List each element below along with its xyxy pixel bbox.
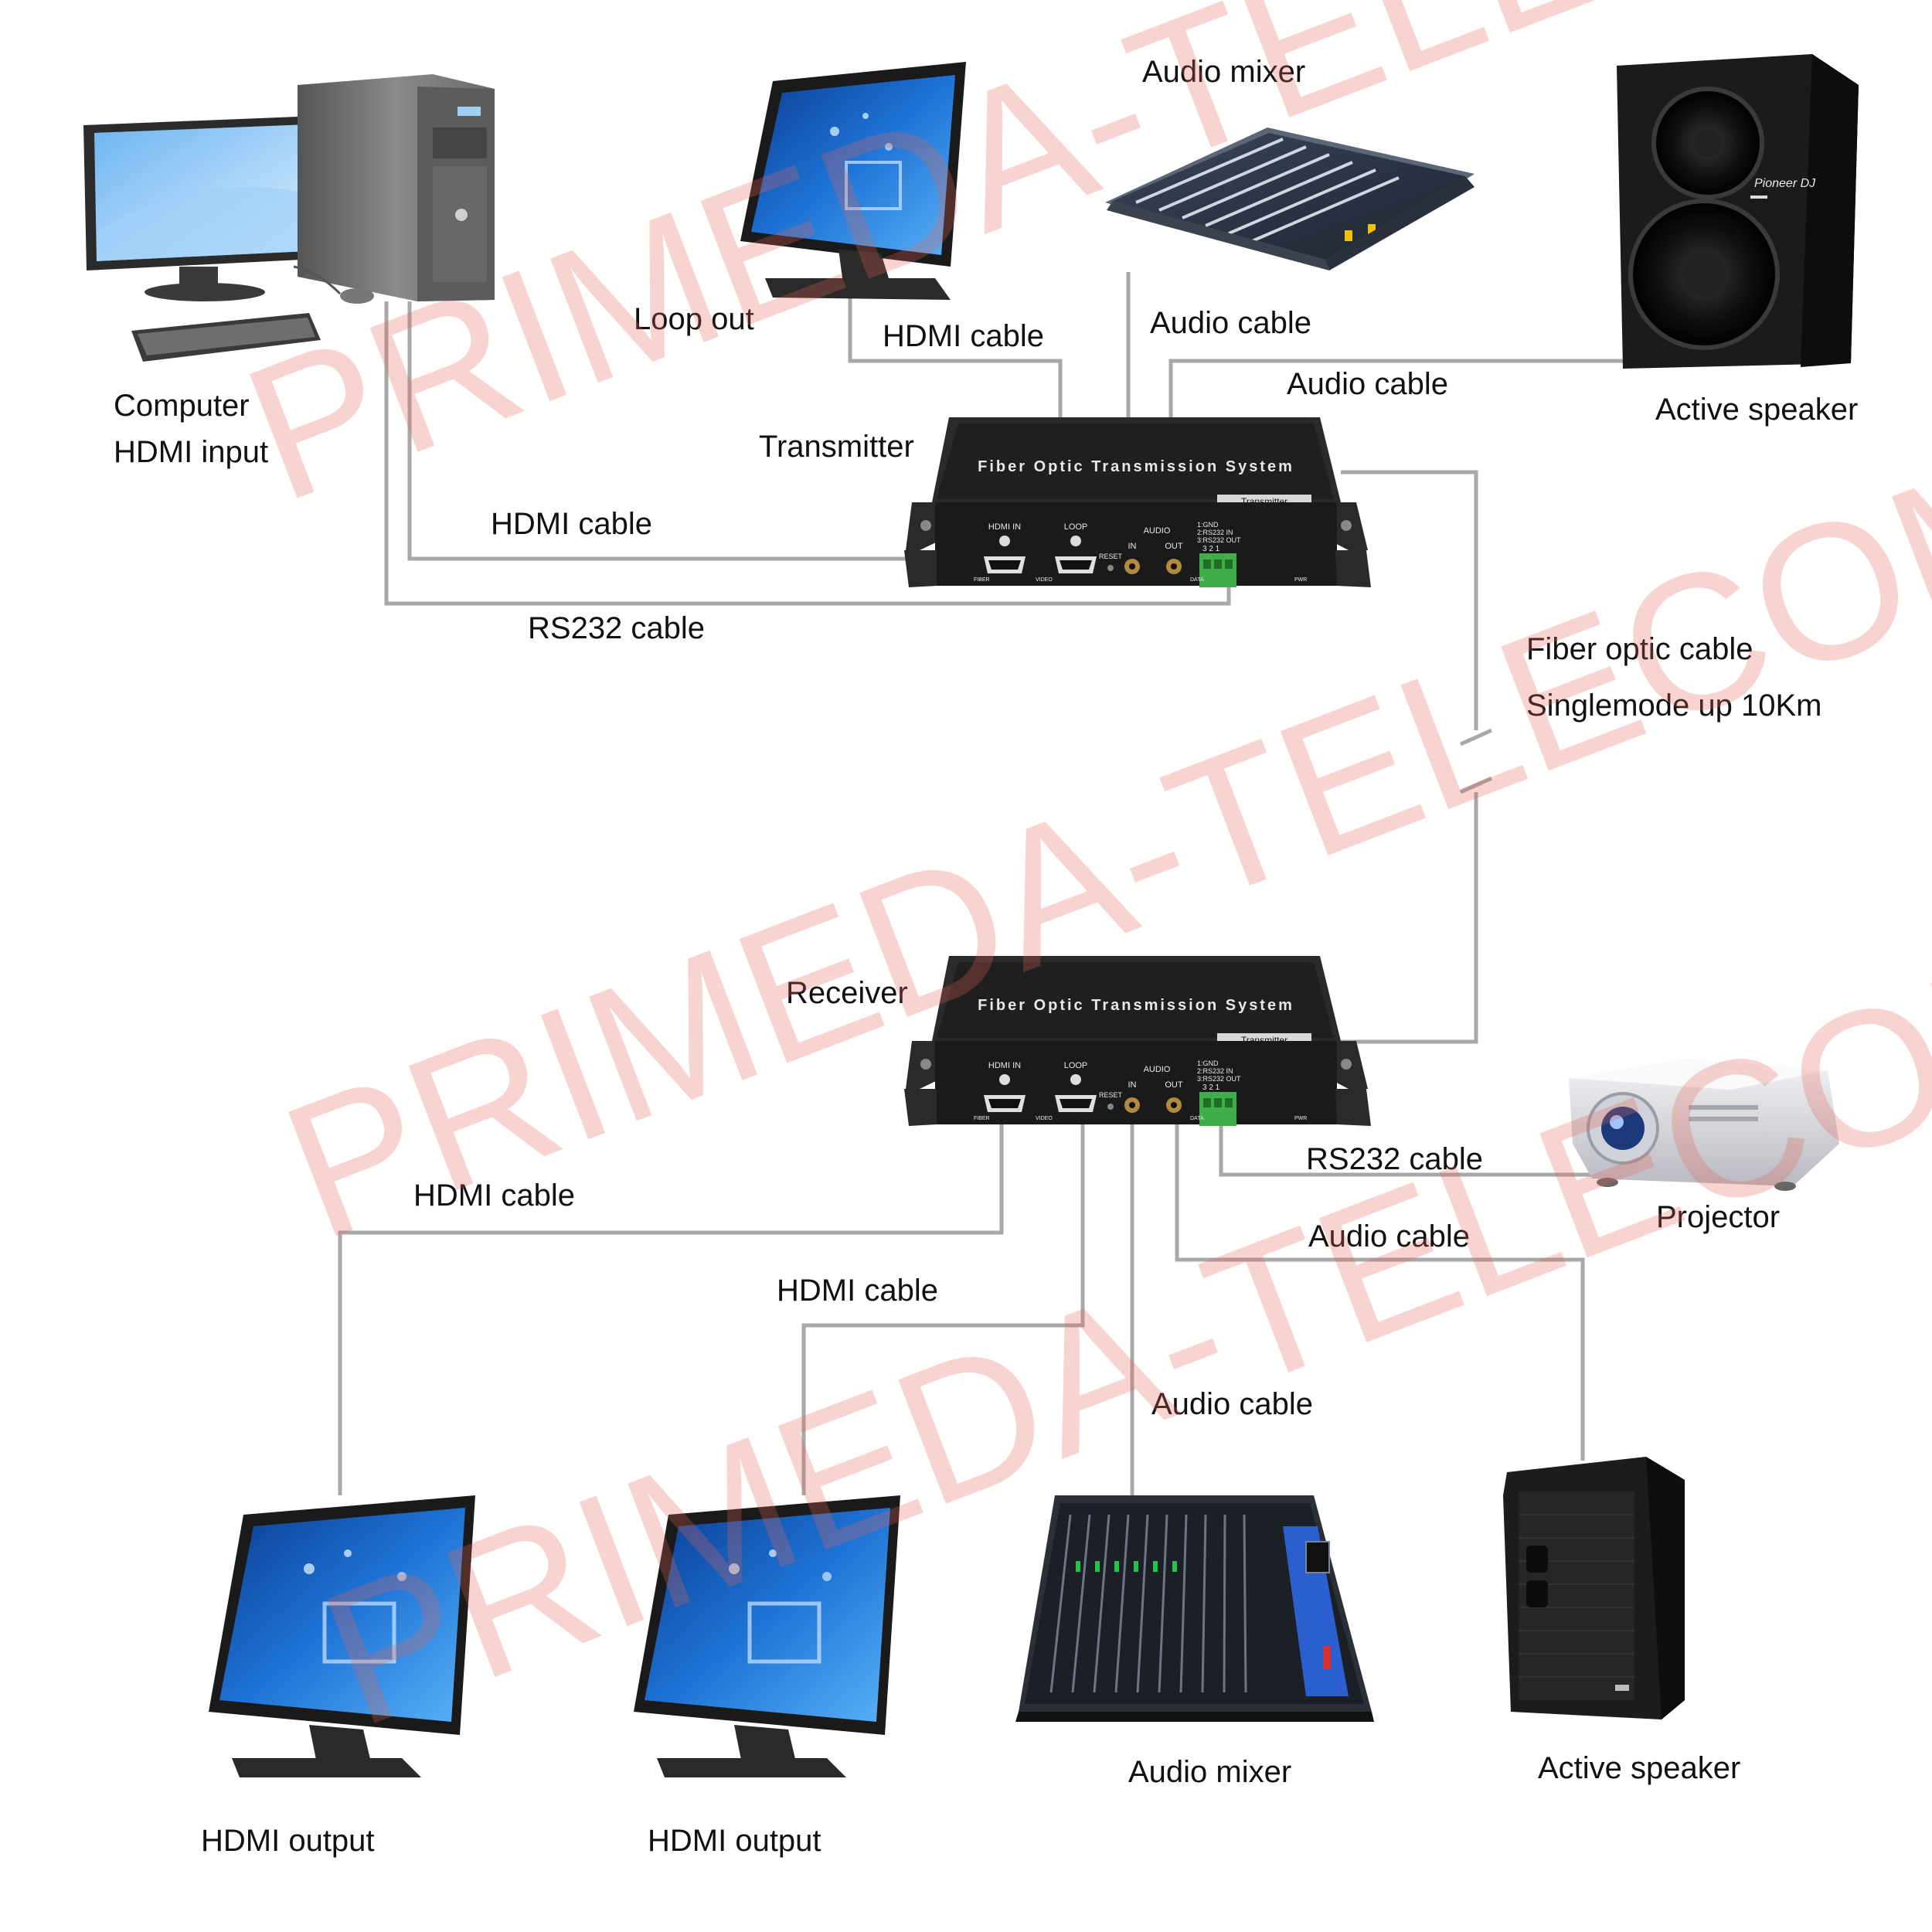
rx-pin-rs232-in: 2:RS232 IN [1197, 1067, 1233, 1075]
cable-fiber-lower [1337, 792, 1478, 1044]
cable-pc-hdmi [407, 301, 970, 561]
loop-out-label: Loop out [634, 302, 754, 336]
hdmi-output-monitor-2-icon [634, 1495, 900, 1777]
hdmi-cable-top-label: HDMI cable [883, 319, 1044, 353]
rx-audio-label: AUDIO [1144, 1065, 1171, 1074]
receiver-label: Receiver [786, 976, 908, 1010]
computer-icon [83, 74, 495, 362]
tx-pin-numbers: 3 2 1 [1202, 545, 1220, 553]
monitor-loop-out-icon [740, 62, 966, 300]
tx-pin-gnd: 1:GND [1197, 521, 1219, 529]
audio-mixer-bottom-label: Audio mixer [1128, 1755, 1292, 1789]
tx-audio-out-label: OUT [1165, 542, 1183, 551]
projector-label: Projector [1656, 1200, 1781, 1234]
active-speaker-bottom-icon [1503, 1457, 1685, 1719]
hdmi-input-label: HDMI input [114, 435, 269, 469]
rx-video-label: VIDEO [1036, 1116, 1053, 1121]
fiber-break-mark-1 [1459, 728, 1493, 747]
active-speaker-top-icon: Pioneer DJ [1617, 54, 1859, 369]
transmitter-device: Fiber Optic Transmission System Transmit… [904, 417, 1371, 587]
cable-fiber-upper [1341, 470, 1478, 730]
audio-cable-top-mixer-label: Audio cable [1150, 306, 1312, 340]
tx-pin-rs232-in: 2:RS232 IN [1197, 529, 1233, 536]
hdmi-output-1-label: HDMI output [201, 1824, 375, 1858]
receiver-device: Fiber Optic Transmission System Transmit… [904, 956, 1371, 1126]
hdmi-output-2-label: HDMI output [648, 1824, 821, 1858]
rs232-cable-tx-label: RS232 cable [528, 611, 706, 645]
speaker-brand-label: Pioneer DJ [1754, 177, 1816, 190]
audio-mixer-top-icon [1105, 128, 1475, 270]
audio-mixer-top-label: Audio mixer [1142, 55, 1306, 89]
tx-loop-label: LOOP [1064, 522, 1088, 532]
rx-rs232-terminal [1199, 1092, 1236, 1126]
tx-pwr-label: PWR [1294, 577, 1307, 583]
rx-pin-numbers: 3 2 1 [1202, 1083, 1220, 1092]
transmitter-label: Transmitter [759, 430, 914, 464]
fiber-cable-label: Fiber optic cable [1526, 632, 1753, 666]
computer-label: Computer [114, 389, 250, 423]
tx-reset-label: RESET [1099, 553, 1123, 560]
rx-pin-rs232-out: 3:RS232 OUT [1197, 1075, 1241, 1083]
hdmi-cable-rx2-label: HDMI cable [777, 1274, 938, 1308]
rx-reset-label: RESET [1099, 1091, 1123, 1099]
rx-audio-in-label: IN [1128, 1080, 1137, 1090]
fiber-break-mark-2 [1459, 776, 1493, 794]
rx-data-label: DATA [1190, 1116, 1204, 1121]
rx-pwr-label: PWR [1294, 1116, 1307, 1121]
rx-hdmi-in-label: HDMI IN [988, 1061, 1021, 1070]
rx-fiber-label: FIBER [974, 1116, 990, 1121]
cable-rx-hdmi-2 [801, 1113, 1085, 1495]
hdmi-cable-rx1-label: HDMI cable [413, 1179, 575, 1213]
tx-data-label: DATA [1190, 577, 1204, 583]
audio-cable-top-speaker-label: Audio cable [1287, 367, 1449, 401]
active-speaker-top-label: Active speaker [1655, 393, 1859, 427]
active-speaker-bottom-label: Active speaker [1538, 1751, 1741, 1785]
tx-panel-title: Fiber Optic Transmission System [978, 458, 1294, 475]
tx-pin-rs232-out: 3:RS232 OUT [1197, 536, 1241, 544]
cables [338, 272, 1629, 1495]
audio-cable-rx-speaker-label: Audio cable [1308, 1219, 1471, 1253]
cable-pc-rs232 [384, 301, 1231, 606]
tx-fiber-label: FIBER [974, 577, 990, 583]
rx-audio-out-label: OUT [1165, 1080, 1183, 1090]
tx-rs232-terminal [1199, 553, 1236, 587]
tx-audio-label: AUDIO [1144, 526, 1171, 536]
tx-audio-in-label: IN [1128, 542, 1137, 551]
rx-pin-gnd: 1:GND [1197, 1060, 1219, 1067]
tx-video-label: VIDEO [1036, 577, 1053, 583]
cable-rx-hdmi-1 [338, 1113, 1004, 1495]
fiber-spec-label: Singlemode up 10Km [1526, 689, 1822, 723]
rx-panel-title: Fiber Optic Transmission System [978, 997, 1294, 1014]
audio-mixer-bottom-icon [1015, 1495, 1374, 1722]
cable-rx-rs232 [1219, 1124, 1623, 1177]
rx-loop-label: LOOP [1064, 1061, 1088, 1070]
projector-icon [1569, 1059, 1839, 1191]
cable-rx-audio-out [1175, 1113, 1585, 1461]
tx-hdmi-in-label: HDMI IN [988, 522, 1021, 532]
rs232-cable-rx-label: RS232 cable [1306, 1142, 1484, 1176]
hdmi-output-monitor-1-icon [209, 1495, 475, 1777]
audio-cable-rx-mixer-label: Audio cable [1151, 1387, 1314, 1421]
hdmi-cable-tx-label: HDMI cable [491, 507, 652, 541]
